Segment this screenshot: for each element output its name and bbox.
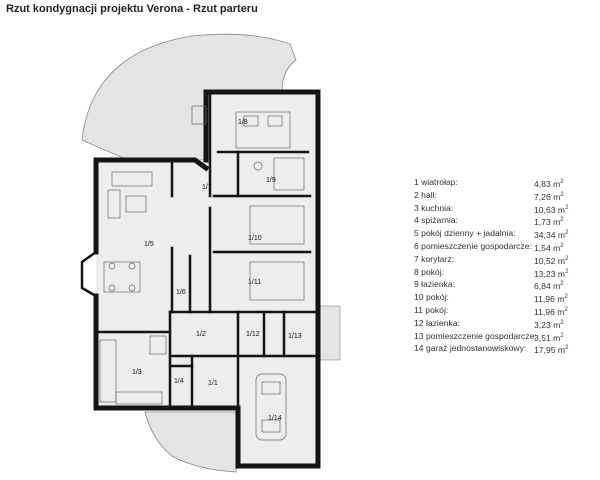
room-label: 1/2 xyxy=(196,331,206,338)
room-area: 4,83 m2 xyxy=(534,178,564,189)
legend-row: 1 wiatrołap: 4,83 m2 xyxy=(410,176,600,189)
room-label: 1/7 xyxy=(202,184,212,191)
plan-title: Rzut kondygnacji projektu Verona - Rzut … xyxy=(6,3,258,15)
room-name: 2 hall: xyxy=(414,189,437,200)
room-area: 6,84 m2 xyxy=(534,281,564,292)
room-name: 14 garaż jednostanowiskowy: xyxy=(414,343,527,354)
room-name: 3 kuchnia: xyxy=(414,202,454,213)
legend-row: 14 garaż jednostanowiskowy: 17,95 m2 xyxy=(410,342,600,355)
room-name: 10 pokój: xyxy=(414,292,449,303)
room-name: 5 pokój dzienny + jadalnia: xyxy=(414,228,516,239)
room-area: 1,73 m2 xyxy=(534,217,564,228)
room-area-legend: 1 wiatrołap: 4,83 m2 2 hall: 7,26 m2 3 kuc… xyxy=(410,176,600,355)
room-label: 1/3 xyxy=(132,369,142,376)
room-labels: 1/1 1/2 1/3 1/4 1/5 1/6 1/7 1/8 1/9 1/10… xyxy=(132,119,302,422)
legend-row: 6 pomieszczenie gospodarcze:1,54 m2 xyxy=(410,240,600,253)
room-label: 1/8 xyxy=(238,119,248,126)
legend-row: 13 pomieszczenie gospodarcze:3,51 m2 xyxy=(410,330,600,343)
room-label: 1/1 xyxy=(208,380,218,387)
legend-row: 5 pokój dzienny + jadalnia: 34,34 m2 xyxy=(410,227,600,240)
room-name: 8 pokój: xyxy=(414,266,445,277)
room-area: 11,96 m2 xyxy=(534,306,568,317)
room-name: 13 pomieszczenie gospodarcze: xyxy=(414,330,537,341)
room-area: 10,52 m2 xyxy=(534,255,569,266)
room-label: 1/4 xyxy=(174,378,184,385)
room-area: 3,23 m2 xyxy=(534,319,564,330)
room-area: 10,63 m2 xyxy=(534,204,569,215)
legend-row: 2 hall: 7,26 m2 xyxy=(410,189,600,202)
room-name: 12 łazienka: xyxy=(414,317,460,328)
room-area: 17,95 m2 xyxy=(534,345,569,356)
legend-row: 7 korytarz: 10,52 m2 xyxy=(410,253,600,266)
legend-row: 9 łazienka: 6,84 m2 xyxy=(410,278,600,291)
room-label: 1/13 xyxy=(288,333,302,340)
walls xyxy=(80,89,321,469)
legend-row: 11 pokój: 11,96 m2 xyxy=(410,304,600,317)
room-area: 7,26 m2 xyxy=(534,191,564,202)
room-name: 9 łazienka: xyxy=(414,279,456,290)
room-area: 13,23 m2 xyxy=(534,268,569,279)
room-label: 1/11 xyxy=(248,279,261,286)
room-name: 6 pomieszczenie gospodarcze: xyxy=(414,240,532,251)
terrace-south xyxy=(144,411,237,473)
room-name: 7 korytarz: xyxy=(414,253,455,264)
room-name: 11 pokój: xyxy=(414,304,449,315)
legend-row: 4 spiżarnia: 1,73 m2 xyxy=(410,214,600,227)
room-label: 1/14 xyxy=(268,415,282,422)
room-area: 34,34 m2 xyxy=(534,230,569,241)
room-label: 1/6 xyxy=(176,289,186,296)
legend-row: 12 łazienka: 3,23 m2 xyxy=(410,317,600,330)
room-area: 11,96 m2 xyxy=(534,294,568,305)
legend-row: 3 kuchnia: 10,63 m2 xyxy=(410,202,600,215)
legend-row: 10 pokój: 11,96 m2 xyxy=(410,291,600,304)
room-label: 1/5 xyxy=(144,241,154,248)
room-area: 3,51 m2 xyxy=(534,332,564,343)
furniture xyxy=(99,105,305,441)
room-name: 1 wiatrołap: xyxy=(414,177,458,187)
room-name: 4 spiżarnia: xyxy=(414,215,458,226)
legend-row: 8 pokój: 13,23 m2 xyxy=(410,266,600,279)
room-area: 1,54 m2 xyxy=(534,242,564,253)
room-label: 1/12 xyxy=(246,331,260,338)
terrace-north xyxy=(81,33,297,161)
room-label: 1/9 xyxy=(266,177,276,184)
room-label: 1/10 xyxy=(248,235,262,242)
